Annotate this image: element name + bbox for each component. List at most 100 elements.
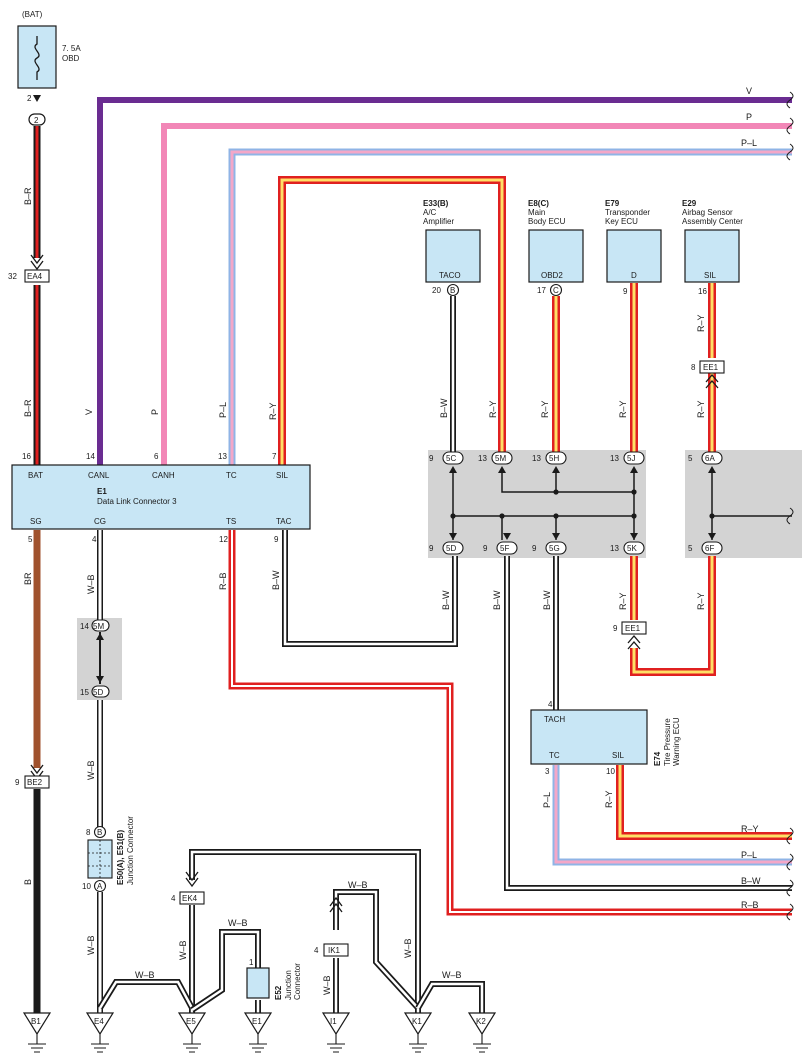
dlc3-top-pins: 16 BAT 14 CANL 6 CANH 13 TC 7 SIL xyxy=(22,452,289,480)
arrow-down-icon xyxy=(33,95,41,102)
wire-bw-label-tac: B–W xyxy=(271,570,281,590)
ecu-tpms xyxy=(530,709,648,765)
connector-arrow-icon xyxy=(185,871,199,888)
svg-text:TC: TC xyxy=(226,471,237,480)
connector-arrow-icon xyxy=(329,896,343,913)
junction-block-main xyxy=(428,450,646,558)
arrow-icon xyxy=(552,466,560,473)
ecu-ac-amp-circle xyxy=(446,283,460,297)
wire-br-sg-label: BR xyxy=(23,572,33,585)
junction-dots xyxy=(450,489,715,519)
ecu-ac-amplifier xyxy=(425,229,481,283)
svg-text:CG: CG xyxy=(94,517,106,526)
wire-ry-label-6f: R–Y xyxy=(696,592,706,610)
svg-text:TS: TS xyxy=(226,517,236,526)
fuse-rating: 7. 5A xyxy=(62,44,81,53)
svg-text:5K: 5K xyxy=(627,544,637,553)
ecu-main-body-circle-label: C xyxy=(553,286,559,295)
e50-bottom-pin: 10 xyxy=(82,882,91,891)
wire-pl-label-right: P–L xyxy=(741,850,757,860)
tpms-line1: Tire Pressure xyxy=(663,718,672,766)
e52-line2: Connector xyxy=(293,963,302,1000)
connector-be2 xyxy=(24,775,50,789)
junction-terminal-top-4: 6A 5 xyxy=(688,451,723,473)
wire-wb-ground-network xyxy=(97,849,485,1013)
svg-text:12: 12 xyxy=(219,535,228,544)
continuation-marks-top xyxy=(786,91,794,161)
connector-arrow-icon xyxy=(627,635,641,650)
ecu-airbag-line1: Airbag Sensor xyxy=(682,208,733,217)
junction-terminal-top-0: 5C 9 xyxy=(429,451,464,473)
e50-bottom-circle-label: A xyxy=(97,882,103,891)
wire-wb-label-1: W–B xyxy=(86,574,96,594)
connector-ek4-label: EK4 xyxy=(182,894,198,903)
connector-arrow-icon xyxy=(705,374,719,389)
wire-pl-label: P–L xyxy=(741,138,757,148)
wire-wb-label-i1: W–B xyxy=(322,975,332,995)
power-source-label: (BAT) xyxy=(22,10,43,19)
e50-top-pin: 8 xyxy=(86,828,91,837)
ecu-ac-amp-circle-label: B xyxy=(450,286,455,295)
wire-ry-label-dlc: R–Y xyxy=(268,402,278,420)
svg-text:5F: 5F xyxy=(500,544,509,553)
wire-ry-label-tpms: R–Y xyxy=(604,790,614,808)
svg-text:5H: 5H xyxy=(549,454,559,463)
svg-text:7: 7 xyxy=(272,452,277,461)
ecu-ac-amp-pin: 20 xyxy=(432,286,441,295)
fuse-name: OBD xyxy=(62,54,80,63)
ecu-transponder-pin-label: D xyxy=(631,271,637,280)
wire-wb-label-e5: W–B xyxy=(178,940,188,960)
wire-pl-label-vert: P–L xyxy=(218,402,228,418)
junction-5m-left-pin: 14 xyxy=(80,622,89,631)
svg-text:5C: 5C xyxy=(446,454,456,463)
connector-ik1-pin: 4 xyxy=(314,946,319,955)
ecu-transponder-key xyxy=(606,229,662,283)
svg-text:6F: 6F xyxy=(705,544,714,553)
svg-text:6: 6 xyxy=(154,452,159,461)
ecu-transponder-id: E79 xyxy=(605,199,620,208)
ecu-ac-amp-id: E33(B) xyxy=(423,199,449,208)
ecu-airbag-id: E29 xyxy=(682,199,697,208)
continuation-marks-bottom xyxy=(786,827,794,921)
connector-arrow-icon xyxy=(30,254,44,271)
ecu-transponder-line1: Transponder xyxy=(605,208,650,217)
ecu-main-body-circle xyxy=(549,283,563,297)
wire-rb-ts xyxy=(228,530,792,916)
svg-text:14: 14 xyxy=(86,452,95,461)
connector-be2-label: BE2 xyxy=(27,778,43,787)
ecu-main-body xyxy=(528,229,584,283)
wire-bw-tac xyxy=(282,530,458,647)
svg-text:5D: 5D xyxy=(446,544,456,553)
arrow-icon xyxy=(708,466,716,473)
ground-e1-icon: E1 xyxy=(243,1012,273,1053)
svg-text:5: 5 xyxy=(688,454,693,463)
wire-p xyxy=(161,123,792,465)
ecu-airbag-pin-label: SIL xyxy=(704,271,717,280)
wire-bw-label-taco: B–W xyxy=(439,398,449,418)
wire-ry-label-5k: R–Y xyxy=(618,592,628,610)
e50-id: E50(A), E51(B) xyxy=(116,830,125,885)
ecu-transponder-line2: Key ECU xyxy=(605,217,638,226)
svg-text:CANL: CANL xyxy=(88,471,110,480)
connector-ea4 xyxy=(24,269,50,283)
junction-terminal-bottom-3: 5K 13 xyxy=(610,533,645,555)
svg-text:I1: I1 xyxy=(330,1017,337,1026)
junction-5d-left-label: 5D xyxy=(93,688,103,697)
svg-text:6A: 6A xyxy=(705,454,715,463)
ground-e5-icon: E5 xyxy=(177,1012,207,1053)
fuse-icon xyxy=(34,36,40,80)
ground-i1-icon: I1 xyxy=(321,1012,351,1053)
e50-bottom-circle xyxy=(93,879,107,893)
svg-text:13: 13 xyxy=(610,544,619,553)
wire-ry-label-d: R–Y xyxy=(618,400,628,418)
ecu-main-body-line2: Body ECU xyxy=(528,217,566,226)
wire-b-label: B xyxy=(23,879,33,885)
svg-text:TAC: TAC xyxy=(276,517,292,526)
svg-text:9: 9 xyxy=(429,454,434,463)
wire-bw-5f xyxy=(504,556,792,891)
